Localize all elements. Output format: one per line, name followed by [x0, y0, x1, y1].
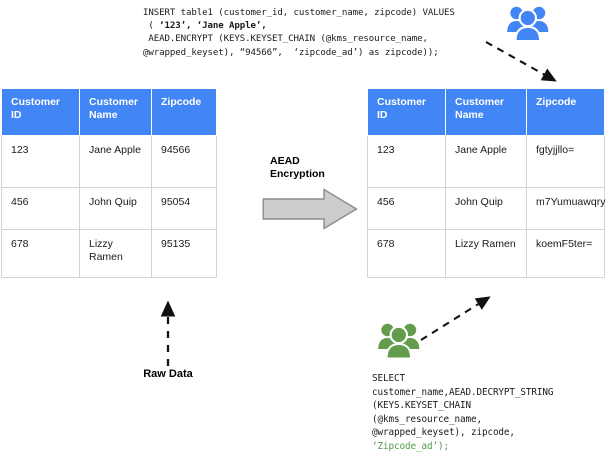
select-line-6-ad: ‘Zipcode_ad’); — [372, 440, 449, 452]
header-line-1: Customer — [89, 96, 139, 108]
insert-line-2-values: ‘123’, ‘Jane Apple’, — [159, 21, 267, 32]
people-group-icon — [507, 6, 549, 42]
cell-customer-id: 123 — [1, 135, 80, 188]
header-line-1: Customer — [377, 96, 427, 108]
select-line-3: (KEYS.KEYSET_CHAIN — [372, 400, 471, 412]
table-row: 678 Lizzy Ramen 95135 — [1, 229, 217, 278]
people-group-icon — [378, 323, 420, 360]
header-line-2: ID — [11, 108, 22, 121]
cell-customer-name: John Quip — [79, 187, 152, 230]
insert-line-4: @wrapped_keyset), “94566”, ‘zipcode_ad’)… — [143, 47, 439, 58]
table-row: 678 Lizzy Ramen koemF5ter= — [367, 229, 605, 278]
cell-zipcode-encrypted: fgtyjjllo= — [526, 135, 605, 188]
aead-label-line-1: AEAD — [270, 155, 300, 167]
column-header-zipcode: Zipcode — [526, 88, 605, 136]
raw-data-label: Raw Data — [143, 368, 193, 380]
select-line-5: @wrapped_keyset), zipcode, — [372, 427, 515, 439]
cell-zipcode: 95135 — [151, 229, 217, 278]
cell-customer-name: Jane Apple — [445, 135, 527, 188]
header-line-1: Zipcode — [536, 96, 577, 108]
header-line-1: Customer — [11, 96, 61, 108]
encryption-block-arrow-icon — [262, 188, 358, 230]
select-flow-arrow — [420, 296, 491, 341]
cell-customer-name: Jane Apple — [79, 135, 152, 188]
header-line-2: ID — [377, 108, 388, 121]
cell-customer-id: 678 — [1, 229, 80, 278]
cell-zipcode-encrypted: m7Yumuawqry — [526, 187, 605, 230]
cell-customer-name: Lizzy Ramen — [445, 229, 527, 278]
insert-line-2-prefix: ( — [143, 21, 160, 32]
insert-line-1: INSERT table1 (customer_id, customer_nam… — [143, 8, 455, 18]
select-statement: SELECT customer_name,AEAD.DECRYPT_STRING… — [372, 372, 554, 454]
column-header-zipcode: Zipcode — [151, 88, 217, 136]
header-line-1: Zipcode — [161, 96, 202, 108]
table-row: 456 John Quip m7Yumuawqry — [367, 187, 605, 230]
select-line-1: SELECT — [372, 373, 405, 384]
cell-zipcode: 94566 — [151, 135, 217, 188]
table-row: 456 John Quip 95054 — [1, 187, 217, 230]
cell-customer-id: 123 — [367, 135, 446, 188]
insert-statement: INSERT table1 (customer_id, customer_nam… — [143, 7, 455, 60]
aead-label-line-2: Encryption — [270, 168, 325, 180]
insert-line-3: AEAD.ENCRYPT (KEYS.KEYSET_CHAIN (@kms_re… — [143, 34, 428, 45]
cell-zipcode-encrypted: koemF5ter= — [526, 229, 605, 278]
select-line-2: customer_name,AEAD.DECRYPT_STRING — [372, 386, 554, 398]
cell-zipcode: 95054 — [151, 187, 217, 230]
raw-data-arrow — [160, 300, 176, 366]
table-row: 123 Jane Apple fgtyjjllo= — [367, 135, 605, 188]
cell-customer-name: Lizzy Ramen — [79, 229, 152, 278]
cell-customer-name: John Quip — [445, 187, 527, 230]
cell-customer-id: 456 — [367, 187, 446, 230]
cell-customer-id: 456 — [1, 187, 80, 230]
select-line-4: (@kms_resource_name, — [372, 413, 482, 425]
header-line-2: Name — [89, 108, 118, 121]
cell-customer-id: 678 — [367, 229, 446, 278]
insert-flow-arrow — [485, 41, 557, 82]
header-line-2: Name — [455, 108, 484, 121]
header-line-1: Customer — [455, 96, 505, 108]
table-row: 123 Jane Apple 94566 — [1, 135, 217, 188]
